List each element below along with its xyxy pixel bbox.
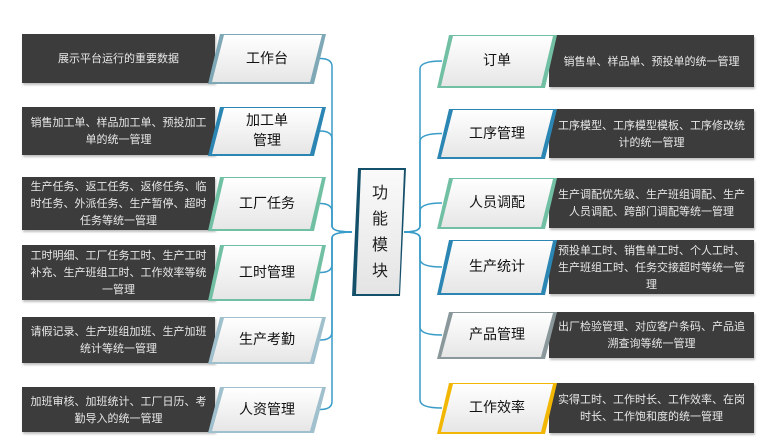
module-label-text: 工作台: [246, 50, 288, 67]
right-connector: [403, 132, 443, 233]
module-label: 工作台: [212, 35, 322, 82]
right-connector: [403, 202, 443, 233]
module-description: 实得工时、工作时长、工作效率、在岗时长、工作饱和度的统一管理: [549, 383, 754, 433]
module-description: 销售单、样品单、预投单的统一管理: [549, 35, 754, 87]
module-description: 工序模型、工序模型模板、工序修改统计的统一管理: [549, 109, 754, 158]
module-label: 工厂任务: [212, 178, 322, 229]
module-description: 出厂检验管理、对应客户条码、产品追溯查询等统一管理: [549, 312, 754, 358]
module-description: 加班审核、加班统计、工厂日历、考勤导入的统一管理: [22, 387, 215, 432]
left-connector: [319, 231, 353, 274]
module-label-text: 工作效率: [469, 400, 525, 416]
module-label: 产品管理: [441, 313, 553, 357]
module-label: 工序管理: [441, 110, 553, 157]
module-label-text: 人员调配: [469, 195, 525, 211]
module-label-text: 订单: [483, 53, 511, 69]
left-connector: [319, 202, 353, 233]
module-label-text: 人资管理: [239, 401, 295, 418]
module-label: 工时管理: [212, 246, 322, 299]
right-connector: [403, 231, 443, 336]
module-label-text: 工时管理: [239, 264, 295, 281]
center-title: 功能模块: [371, 183, 388, 280]
module-description: 展示平台运行的重要数据: [22, 34, 215, 83]
left-connector: [319, 231, 353, 411]
module-label: 生产统计: [441, 241, 553, 293]
module-label: 订单: [441, 36, 553, 86]
module-description: 生产调配优先级、生产班组调配、生产人员调配、跨部门调配等统一管理: [549, 178, 754, 228]
module-label: 人员调配: [441, 179, 553, 227]
module-description: 工时明细、工厂任务工时、生产工时补充、生产班组工时、工作效率等统一管理: [22, 245, 215, 300]
module-label: 加工单管理: [212, 108, 322, 154]
module-label: 工作效率: [441, 384, 553, 432]
right-connector: [403, 231, 443, 268]
module-label-text: 生产考勤: [239, 332, 295, 348]
module-label: 人资管理: [212, 388, 322, 431]
module-label-text: 产品管理: [469, 327, 525, 343]
left-connector: [319, 57, 353, 233]
module-label: 生产考勤: [212, 318, 322, 362]
module-label-text: 生产统计: [469, 259, 525, 275]
module-description: 生产任务、返工任务、返修任务、临时任务、外派任务、生产暂停、超时任务等统一管理: [22, 177, 215, 230]
module-description: 销售加工单、样品加工单、预投加工单的统一管理: [22, 107, 215, 155]
module-description: 预投单工时、销售单工时、个人工时、生产班组工时、任务交接超时等统一管理: [549, 240, 754, 294]
module-label-text: 工厂任务: [239, 195, 295, 212]
center-node: 功能模块: [356, 170, 404, 294]
module-description: 请假记录、生产班组加班、生产加班统计等统一管理: [22, 317, 215, 363]
module-label-text: 加工单管理: [246, 113, 288, 149]
right-connector: [403, 231, 443, 409]
module-label-text: 工序管理: [469, 125, 525, 142]
